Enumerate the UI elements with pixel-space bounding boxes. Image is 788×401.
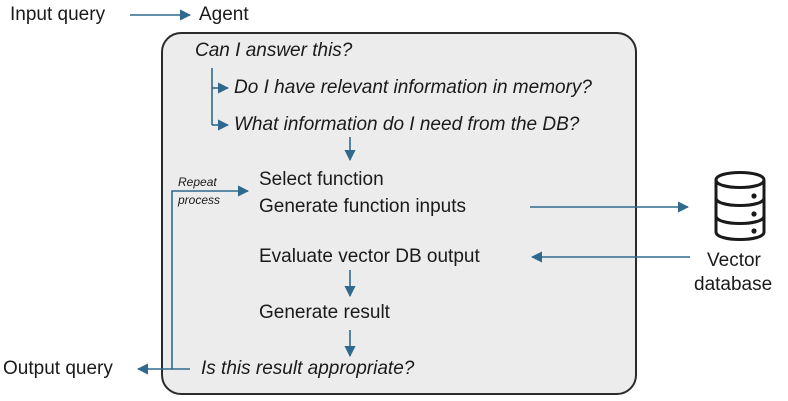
repeat-loop [171,185,250,370]
step-generate-inputs: Generate function inputs [259,196,467,217]
input-query-label: Input query [10,4,106,25]
step-evaluate-output: Evaluate vector DB output [259,246,480,267]
agent-label: Agent [199,4,249,25]
output-query-label: Output query [3,358,113,379]
agent-container [161,32,637,395]
vector-db-label-line2: database [694,274,773,295]
repeat-label-line1: Repeat [178,175,217,189]
question-memory: Do I have relevant information in memory… [234,77,592,98]
question-can-answer: Can I answer this? [195,40,353,61]
step-generate-result: Generate result [259,302,390,323]
repeat-label-line2: process [178,193,221,207]
question-db-info: What information do I need from the DB? [234,114,580,135]
vector-db-label-line1: Vector [707,250,761,271]
question-appropriate: Is this result appropriate? [201,358,415,379]
step-select-function: Select function [259,169,384,190]
database-icon [714,171,766,241]
